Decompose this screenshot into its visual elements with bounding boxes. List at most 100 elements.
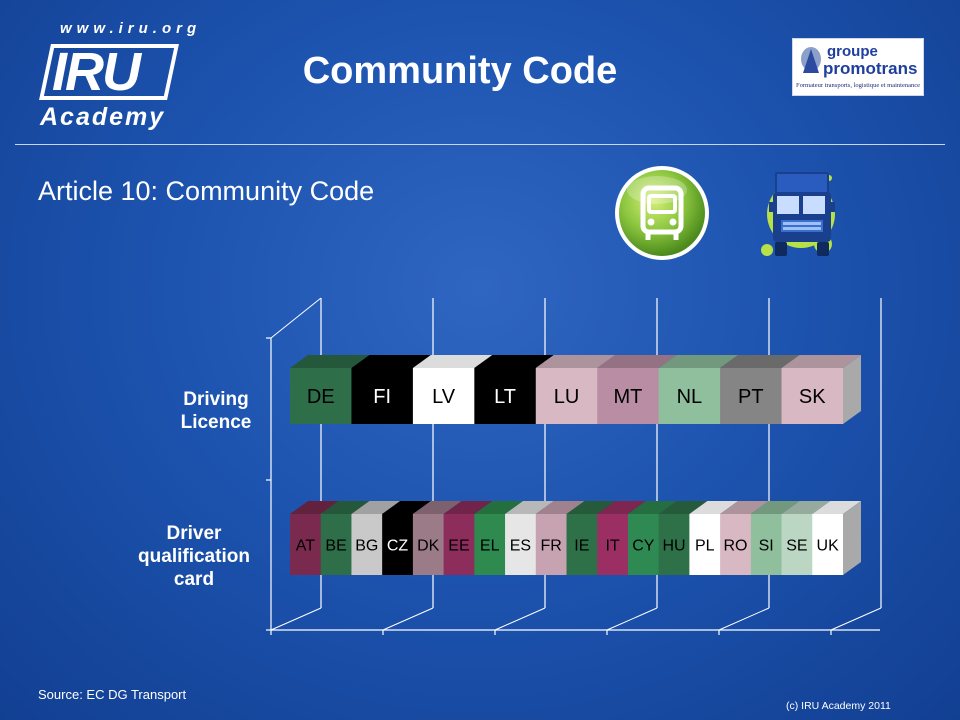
bar-segment-label: IT: [605, 537, 619, 554]
source-note: Source: EC DG Transport: [38, 687, 187, 702]
logo-sub-text: Academy: [40, 103, 166, 131]
bar-segment: [474, 514, 506, 575]
bar-side: [843, 501, 861, 575]
bar-segment-label: PL: [695, 537, 715, 554]
axis-top-edge: [270, 297, 322, 339]
bar-segment: [627, 514, 660, 575]
bar-segment-top: [474, 501, 524, 514]
bar-segment: [597, 368, 660, 424]
partner-logo: groupe promotrans Formateur transports, …: [792, 38, 924, 96]
bar-segment-top: [412, 501, 462, 514]
row-label-line: Licence: [180, 412, 252, 433]
row-label-line: card: [173, 569, 215, 590]
bar-segment: [812, 514, 844, 575]
bar-segment-label: CZ: [387, 537, 409, 554]
bar-segment: [781, 368, 844, 424]
bar-segment-top: [658, 501, 708, 514]
bar-segment: [597, 514, 629, 575]
bar-segment-label: LU: [554, 386, 580, 408]
bar-segment-label: SE: [786, 537, 807, 554]
bar-segment-label: DK: [417, 537, 440, 554]
bar-segment-label: SK: [799, 386, 826, 408]
bar-segment-top: [597, 501, 646, 514]
truck-icon: [761, 172, 835, 256]
logo-brand-text: IRU: [52, 42, 141, 102]
bar-segment-top: [443, 501, 493, 514]
bar-segment-label: EE: [448, 537, 469, 554]
bar-segment: [720, 368, 783, 424]
bar-segment-top: [720, 355, 800, 368]
bar-segment: [658, 368, 721, 424]
bar-segment: [781, 514, 813, 575]
row-label-driver-qualification-card: Driver qualification card: [126, 522, 262, 591]
copyright-note: (c) IRU Academy 2011: [786, 700, 891, 712]
bar-segment-top: [720, 501, 769, 514]
row-label-line: Driving: [183, 389, 249, 410]
bar-segment: [443, 514, 475, 575]
bar-segment-label: BG: [355, 537, 378, 554]
partner-line2: promotrans: [823, 59, 918, 78]
bar-segment: [412, 514, 445, 575]
bar-segment: [290, 514, 322, 575]
bar-segment-label: DE: [307, 386, 335, 408]
gridline-floor: [270, 607, 322, 631]
bar-segment: [689, 514, 721, 575]
partner-mark-icon: [801, 47, 821, 73]
bar-segment-label: RO: [723, 537, 747, 554]
gridline-floor: [830, 607, 882, 631]
slide-subtitle: Article 10: Community Code: [38, 176, 375, 206]
bar-segment-top: [627, 501, 677, 514]
bar-segment-label: UK: [817, 537, 840, 554]
row-label-line: qualification: [138, 546, 250, 567]
bar-segment: [382, 514, 414, 575]
bar-segment-label: EL: [480, 537, 500, 554]
logo-url-text: www.iru.org: [60, 20, 202, 37]
bar-segment-label: FR: [540, 537, 561, 554]
bar-segment-top: [351, 355, 431, 368]
bar-segment: [720, 514, 752, 575]
title-divider: [15, 144, 945, 145]
bar-segment-top: [535, 355, 616, 368]
bar-segment: [535, 514, 567, 575]
bar-segment: [535, 368, 598, 424]
bar-segment-top: [290, 501, 339, 514]
bar-segment-top: [505, 501, 554, 514]
bar-segment-top: [781, 501, 831, 514]
bar-segment-top: [597, 355, 677, 368]
bar-segment-label: LT: [494, 386, 516, 408]
bar-segment-top: [351, 501, 401, 514]
bar-segment-label: BE: [325, 537, 346, 554]
bar-segment-top: [382, 501, 431, 514]
bar-segment-top: [290, 355, 370, 368]
bar-side: [843, 355, 861, 424]
bar-segment-top: [566, 501, 616, 514]
bar-segment-label: ES: [510, 537, 531, 554]
gridline-floor: [494, 607, 546, 631]
bar-segment: [658, 514, 690, 575]
bar-segment-label: SI: [759, 537, 774, 554]
bar-segment-top: [781, 355, 861, 368]
gridline-floor: [382, 607, 434, 631]
bar-segment-top: [689, 501, 739, 514]
bar-segment: [320, 514, 352, 575]
bar-segment-top: [535, 501, 585, 514]
bar-segment-label: HU: [662, 537, 685, 554]
row-label-driving-licence: Driving Licence: [150, 388, 282, 434]
gridline-floor: [718, 607, 770, 631]
bar-segment: [412, 368, 475, 424]
bar-segment: [566, 514, 598, 575]
bar-segment: [351, 368, 414, 424]
bar-segment-label: CY: [632, 537, 655, 554]
bar-segment: [750, 514, 783, 575]
bar-segment-label: MT: [613, 386, 642, 408]
partner-line1: groupe: [827, 43, 878, 60]
bar-segment: [290, 368, 352, 424]
bar-segment-top: [658, 355, 739, 368]
bar-segment-label: FI: [373, 386, 391, 408]
bus-icon: [615, 166, 709, 260]
bar-segment-label: NL: [677, 386, 703, 408]
gridline-floor: [606, 607, 658, 631]
bar-segment-label: IE: [574, 537, 589, 554]
bar-segment-label: PT: [738, 386, 764, 408]
